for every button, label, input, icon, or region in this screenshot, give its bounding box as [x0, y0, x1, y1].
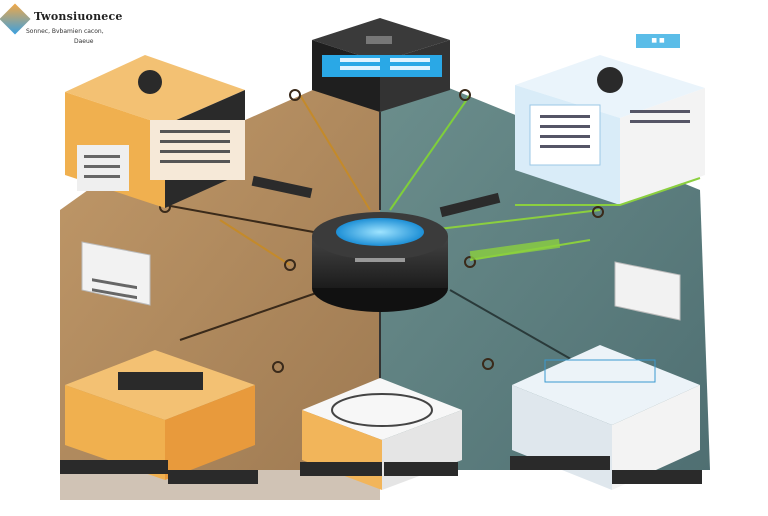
connector-top-right: [389, 94, 471, 211]
line-labels: [251, 175, 561, 261]
diagram-subtitle: Sonnec, Bvbamien cacon,: [26, 28, 104, 35]
connector-nodes: [159, 89, 604, 373]
connector-left-upper: [164, 204, 331, 236]
box-bottom-center: [300, 378, 462, 490]
card-right: [614, 261, 681, 321]
connector-left-lower: [179, 289, 326, 341]
box-top-center: [312, 18, 450, 112]
connector-top-left: [299, 94, 371, 211]
panel-bottom-left: [60, 470, 380, 500]
diagram-logo: Twonsiuonece Sonnec, Bvbamien cacon, Dae…: [0, 3, 134, 50]
diagram-title: Twonsiuonece: [34, 10, 123, 23]
box-bottom-right: [510, 345, 702, 490]
corner-tag: ■ ■: [636, 34, 680, 48]
hub-device: [312, 212, 448, 312]
connector-right-lower: [449, 289, 591, 371]
connector-right-upper: [429, 209, 601, 231]
card-left: [81, 241, 151, 306]
box-top-right: [515, 55, 705, 206]
connector-mid-left: [219, 219, 291, 266]
box-top-left: [65, 55, 245, 208]
diagram-subtitle-2: Daeue: [74, 38, 94, 45]
box-bottom-left: [60, 350, 258, 484]
